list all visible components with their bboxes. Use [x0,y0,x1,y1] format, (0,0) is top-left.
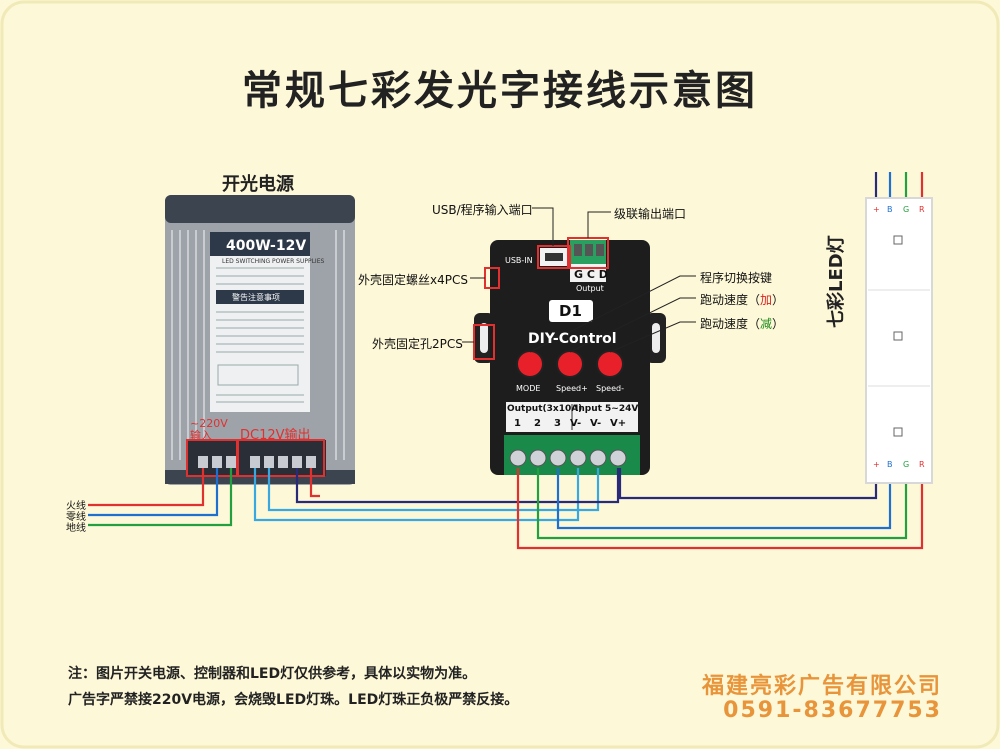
company-phone: 0591-83677753 [723,698,942,723]
led-pin-g: G [903,460,910,469]
cascade-port-caption: Output [576,284,604,293]
led-pin-g: G [903,205,910,214]
page-title: 常规七彩发光字接线示意图 [242,68,758,114]
psu-warning: 警告注意事项 [232,293,280,302]
led-title: 七彩LED灯 [826,235,847,328]
terminal-label: 3 [554,418,561,429]
usb-port-label: USB-IN [505,256,533,265]
ground-wire-label: 地线 [66,523,86,534]
terminal-header-output: Output(3x10A) [507,404,583,414]
led-pin-b: B [887,205,893,214]
neutral-wire-label: 零线 [66,512,86,523]
cascade-callout: 级联输出端口 [614,207,687,221]
controller-box [474,240,666,475]
terminal-header-input: Input 5~24V [575,404,639,414]
cascade-port-label: G C D [574,268,608,281]
psu-model: 400W-12V [226,238,307,254]
mode-button-label: MODE [516,384,541,393]
controller-subtitle: DIY-Control [528,331,617,347]
psu-output-label: DC12V输出 [240,428,311,443]
speed-minus-callout: 跑动速度（减） [700,317,785,331]
live-wire-label: 火线 [66,501,86,512]
psu-section-label: 开光电源 [222,174,294,195]
company-name: 福建亮彩广告有限公司 [701,674,942,699]
psu-brand-sub: LED SWITCHING POWER SUPPLIES [222,258,325,265]
led-pin-plus: + [873,205,880,214]
terminal-label: 2 [534,418,541,429]
screws-callout: 外壳固定螺丝x4PCS [358,273,468,287]
speed-minus-button-label: Speed- [596,384,624,393]
terminal-label: V- [570,418,582,429]
holes-callout: 外壳固定孔2PCS [372,337,463,351]
controller-name: D1 [559,302,582,320]
terminal-label: V- [590,418,602,429]
terminal-label: V+ [610,418,627,429]
led-pin-plus: + [873,460,880,469]
led-pin-b: B [887,460,893,469]
led-pin-r: R [919,460,925,469]
speed-plus-callout: 跑动速度（加） [700,293,785,307]
led-strip [865,197,933,484]
program-switch-callout: 程序切换按键 [700,271,773,285]
note-line-1: 注：图片开关电源、控制器和LED灯仅供参考，具体以实物为准。 [68,666,477,682]
usb-callout: USB/程序输入端口 [432,203,533,217]
note-line-2: 广告字严禁接220V电源，会烧毁LED灯珠。LED灯珠正负极严禁反接。 [68,692,519,708]
speed-plus-button-label: Speed+ [556,384,588,393]
power-supply [165,195,355,485]
terminal-label: 1 [514,418,521,429]
led-pin-r: R [919,205,925,214]
psu-input-label: ~220V输入 [190,417,228,442]
